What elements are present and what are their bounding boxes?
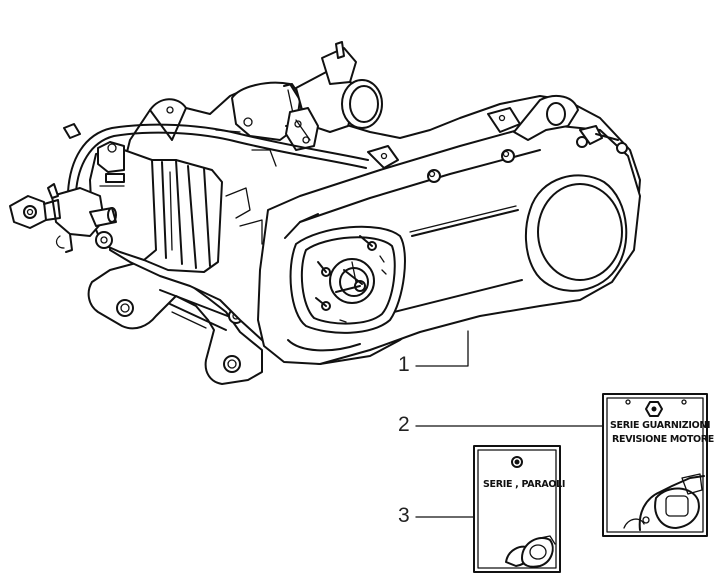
oil-seal-kit-package: SERIE , PARAOLI: [473, 445, 565, 573]
carburettor: [9, 183, 117, 253]
hang-hole-left: [625, 399, 631, 405]
leader-line-1: [415, 330, 469, 367]
gasket-kit-label-line-1: SERIE GUARNIZIONI: [610, 420, 710, 431]
transmission-cover: [257, 94, 641, 365]
callout-number-3: 3: [398, 504, 410, 527]
brand-hex-logo: [645, 401, 663, 417]
fuel-hose: [63, 123, 369, 193]
brand-logo: [511, 456, 523, 468]
crankcase-detail-lines: [215, 117, 277, 245]
hang-hole-right: [681, 399, 687, 405]
gasket-kit-label-line-2: REVISIONE MOTORE: [612, 434, 714, 445]
engine-assembly: [9, 41, 641, 385]
oil-seal-kit-label: SERIE , PARAOLI: [483, 479, 565, 490]
cylinder: [85, 141, 223, 273]
gasket-kit-package: SERIE GUARNIZIONI REVISIONE MOTORE: [602, 393, 714, 537]
callout-number-2: 2: [398, 413, 410, 436]
callout-number-1: 1: [398, 353, 410, 376]
leader-lines: [415, 330, 603, 518]
